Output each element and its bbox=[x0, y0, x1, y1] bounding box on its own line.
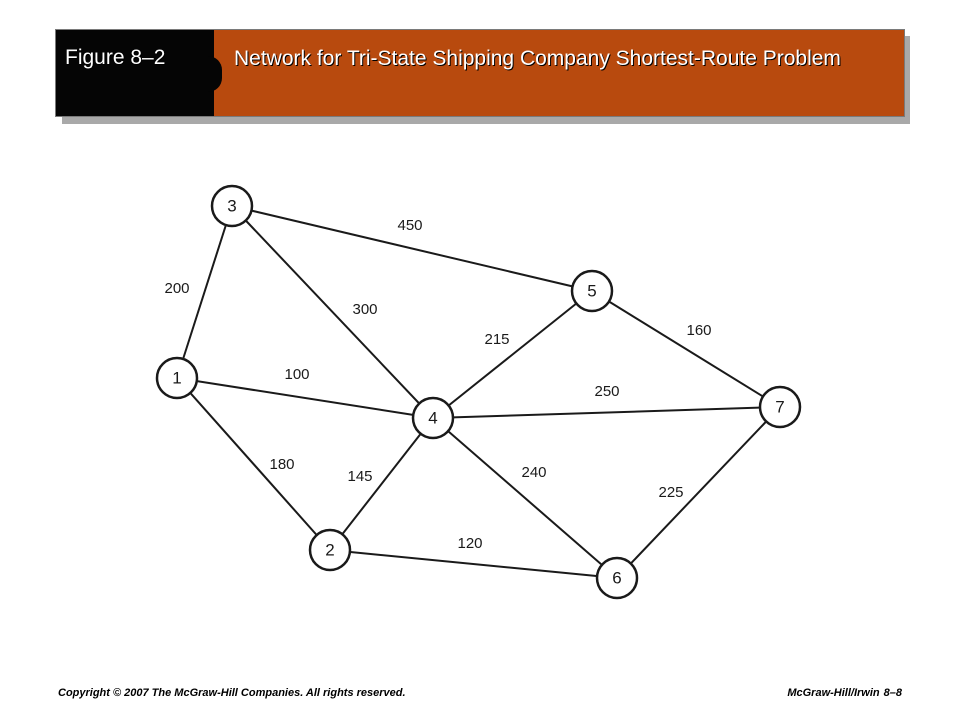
edge-5-7 bbox=[591, 290, 781, 408]
node-6: 6 bbox=[595, 556, 639, 600]
nodes: 1 2 3 4 5 6 7 bbox=[155, 184, 802, 600]
edge-4-5 bbox=[432, 290, 593, 419]
figure-title: Network for Tri-State Shipping Company S… bbox=[234, 47, 841, 70]
edges bbox=[176, 205, 781, 579]
node-label-1: 1 bbox=[172, 368, 181, 387]
edge-weight-1-4: 100 bbox=[284, 366, 309, 383]
node-circle-5 bbox=[570, 269, 614, 313]
edge-weight-4-7: 250 bbox=[594, 383, 619, 400]
node-label-2: 2 bbox=[325, 540, 334, 559]
copyright-text: Copyright © 2007 The McGraw-Hill Compani… bbox=[58, 687, 406, 699]
node-label-7: 7 bbox=[775, 397, 784, 416]
node-label-3: 3 bbox=[227, 196, 236, 215]
edge-1-3 bbox=[176, 205, 233, 379]
page-number: 8–8 bbox=[883, 687, 902, 699]
node-2: 2 bbox=[308, 528, 352, 572]
node-label-5: 5 bbox=[587, 281, 596, 300]
edge-weight-3-5: 450 bbox=[397, 217, 422, 234]
edge-weight-5-7: 160 bbox=[686, 322, 711, 339]
edge-6-7 bbox=[616, 406, 781, 579]
publisher-text: McGraw-Hill/Irwin bbox=[787, 687, 880, 699]
edge-weight-4-6: 240 bbox=[521, 464, 546, 481]
node-3: 3 bbox=[210, 184, 254, 228]
title-banner-tab bbox=[204, 56, 222, 92]
edge-4-7 bbox=[432, 406, 781, 419]
edge-3-5 bbox=[231, 205, 593, 292]
edge-weight-1-2: 180 bbox=[269, 456, 294, 473]
edge-weight-3-4: 300 bbox=[352, 301, 377, 318]
node-circle-2 bbox=[308, 528, 352, 572]
node-circle-6 bbox=[595, 556, 639, 600]
edge-1-2 bbox=[176, 377, 331, 551]
node-circle-3 bbox=[210, 184, 254, 228]
node-label-6: 6 bbox=[612, 568, 621, 587]
edge-2-6 bbox=[329, 549, 618, 579]
edge-2-4 bbox=[329, 417, 434, 551]
node-1: 1 bbox=[155, 356, 199, 400]
node-5: 5 bbox=[570, 269, 614, 313]
node-7: 7 bbox=[758, 385, 802, 429]
node-label-4: 4 bbox=[428, 408, 437, 427]
edge-4-6 bbox=[432, 417, 618, 579]
node-4: 4 bbox=[411, 396, 455, 440]
title-banner-right bbox=[214, 30, 904, 116]
edge-3-4 bbox=[231, 205, 434, 419]
node-circle-1 bbox=[155, 356, 199, 400]
edge-weight-2-4: 145 bbox=[347, 468, 372, 485]
edge-1-4 bbox=[176, 377, 434, 419]
figure-label: Figure 8–2 bbox=[65, 46, 166, 69]
node-circle-4 bbox=[411, 396, 455, 440]
node-circle-7 bbox=[758, 385, 802, 429]
edge-weight-2-6: 120 bbox=[457, 535, 482, 552]
edge-weight-4-5: 215 bbox=[484, 331, 509, 348]
edge-weight-6-7: 225 bbox=[658, 484, 683, 501]
title-banner bbox=[55, 29, 905, 117]
edge-weight-1-3: 200 bbox=[164, 280, 189, 297]
title-banner-left bbox=[56, 30, 222, 116]
